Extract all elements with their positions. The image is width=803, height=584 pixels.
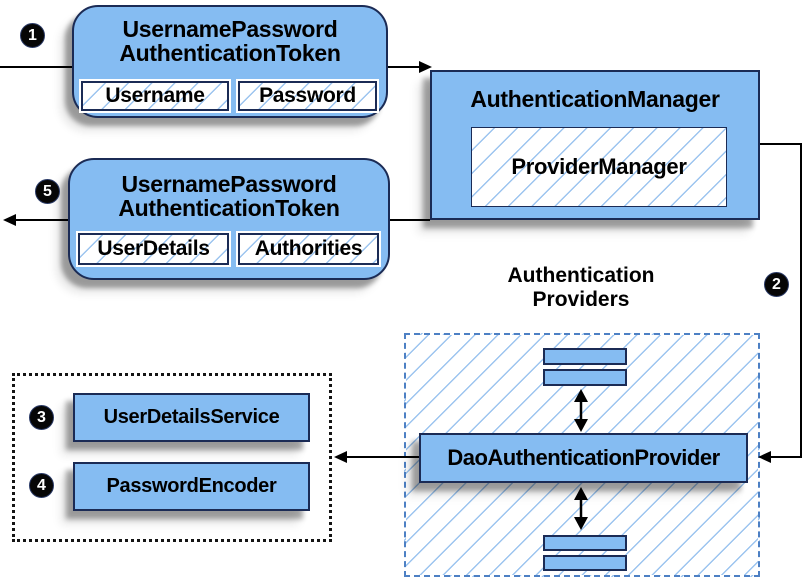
step-5-badge: 5 bbox=[35, 179, 60, 204]
provider-manager-box: ProviderManager bbox=[471, 127, 727, 207]
provider-stack-top-bar-1 bbox=[543, 348, 627, 365]
response-token-title-line2: AuthenticationToken bbox=[118, 195, 340, 221]
request-token-title-line1: UsernamePassword bbox=[122, 16, 338, 42]
user-details-service-node: UserDetailsService bbox=[73, 393, 310, 442]
authentication-providers-heading: Authentication Providers bbox=[466, 264, 696, 312]
manager-to-provider-connector bbox=[758, 143, 802, 463]
dao-upper-double-arrow bbox=[574, 389, 588, 432]
step-1-badge: 1 bbox=[20, 23, 45, 48]
response-token-node: UsernamePassword AuthenticationToken Use… bbox=[68, 158, 390, 280]
username-field-box: Username bbox=[79, 79, 231, 113]
authentication-manager-title: AuthenticationManager bbox=[470, 86, 720, 112]
step-2-badge: 2 bbox=[764, 272, 789, 297]
request-token-title-line2: AuthenticationToken bbox=[119, 40, 341, 66]
provider-stack-bottom-bar-1 bbox=[543, 535, 627, 551]
userdetails-field-box: UserDetails bbox=[76, 231, 231, 267]
response-token-title: UsernamePassword AuthenticationToken bbox=[70, 172, 388, 220]
provider-stack-bottom-bar-2 bbox=[543, 555, 627, 571]
step-4-badge: 4 bbox=[29, 473, 54, 498]
password-encoder-node: PasswordEncoder bbox=[73, 462, 310, 511]
authentication-manager-node: AuthenticationManager ProviderManager bbox=[430, 70, 760, 220]
dao-authentication-provider-node: DaoAuthenticationProvider bbox=[419, 433, 748, 483]
step-3-badge: 3 bbox=[29, 405, 54, 430]
dao-to-services-arrow bbox=[334, 451, 419, 463]
authentication-providers-heading-line2: Providers bbox=[532, 288, 630, 311]
request-token-title: UsernamePassword AuthenticationToken bbox=[74, 17, 386, 65]
services-group-box bbox=[12, 373, 332, 542]
authentication-providers-heading-line1: Authentication bbox=[507, 264, 655, 287]
authorities-field-box: Authorities bbox=[236, 231, 381, 267]
password-field-box: Password bbox=[236, 79, 379, 113]
dao-lower-double-arrow bbox=[574, 487, 588, 530]
request-token-node: UsernamePassword AuthenticationToken Use… bbox=[72, 5, 388, 118]
response-token-title-line1: UsernamePassword bbox=[121, 171, 337, 197]
provider-stack-top-bar-2 bbox=[543, 369, 627, 386]
